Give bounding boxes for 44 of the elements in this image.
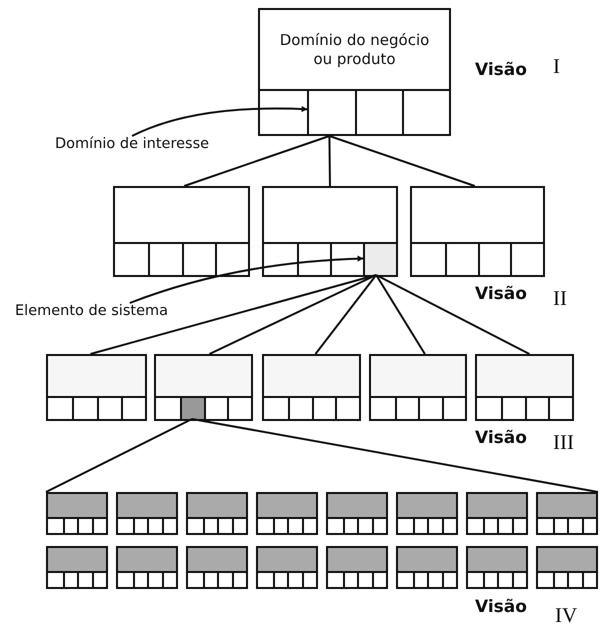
view-label: Visão [475, 428, 527, 448]
hierarchy-box [116, 546, 178, 589]
hierarchy-box [258, 8, 451, 136]
roman-numeral: III [553, 430, 574, 455]
callout-label: Domínio de interesse [55, 136, 210, 152]
view-label: Visão [475, 60, 527, 80]
highlighted-cell [363, 242, 396, 275]
hierarchy-box [326, 492, 388, 535]
roman-numeral: IV [555, 603, 578, 627]
hierarchy-box [410, 186, 545, 277]
leader-arrow [129, 256, 364, 304]
highlighted-cell [307, 89, 355, 134]
hierarchy-box [369, 354, 467, 421]
hierarchy-box [256, 546, 318, 589]
callout-label: Elemento de sistema [15, 303, 168, 319]
hierarchy-box [46, 492, 108, 535]
hierarchy-box [46, 354, 147, 421]
hierarchy-box [186, 546, 248, 589]
hierarchy-box [475, 354, 574, 421]
roman-numeral: II [553, 286, 567, 311]
highlighted-cell [180, 396, 204, 419]
hierarchy-box [466, 546, 528, 589]
hierarchy-box [536, 492, 598, 535]
hierarchy-box [466, 492, 528, 535]
hierarchy-box [113, 186, 250, 277]
connector-line [328, 136, 331, 186]
hierarchy-box [262, 354, 361, 421]
hierarchy-box [186, 492, 248, 535]
box-title: Domínio do negócio ou produto [278, 30, 430, 68]
hierarchy-box [396, 492, 458, 535]
hierarchy-box [256, 492, 318, 535]
view-label: Visão [475, 284, 527, 304]
hierarchy-box [46, 546, 108, 589]
hierarchy-box [396, 546, 458, 589]
hierarchy-box [154, 354, 253, 421]
connector-line [184, 135, 330, 187]
hierarchy-box [262, 186, 398, 277]
hierarchy-box [536, 546, 598, 589]
roman-numeral: I [553, 54, 560, 79]
connector-line [329, 135, 476, 187]
leader-arrow [132, 106, 308, 137]
hierarchy-box [116, 492, 178, 535]
view-label: Visão [475, 597, 527, 617]
hierarchy-box [326, 546, 388, 589]
